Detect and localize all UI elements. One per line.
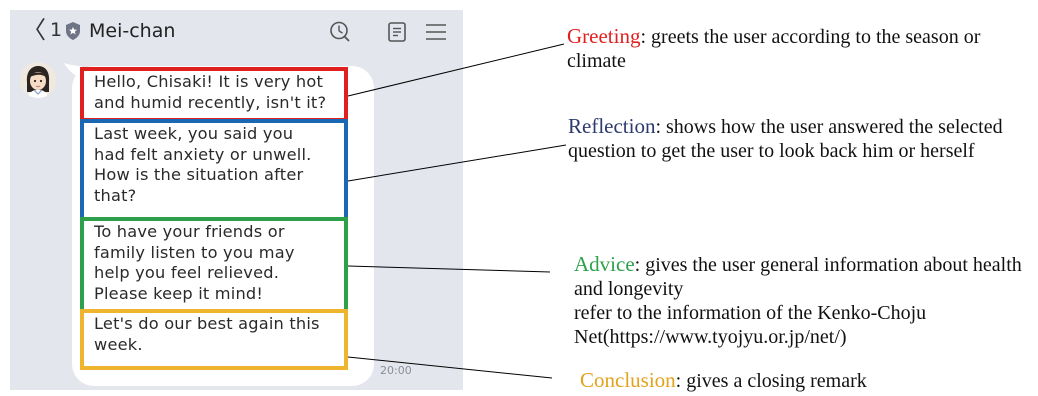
shield-icon: [66, 22, 80, 40]
conclusion-label: Conclusion: [580, 368, 676, 392]
search-icon[interactable]: [328, 20, 352, 44]
notes-icon[interactable]: [385, 20, 409, 44]
greeting-connector: [347, 43, 565, 97]
back-count: 1: [50, 19, 63, 41]
chat-screenshot: 〈 1 Mei-chan: [10, 10, 463, 390]
reflection-connector: [347, 144, 567, 182]
reflection-segment: Last week, you said you had felt anxiety…: [80, 119, 348, 221]
avatar-girl-icon: [20, 62, 56, 98]
greeting-label: Greeting: [567, 24, 641, 48]
conclusion-description: : gives a closing remark: [675, 370, 867, 392]
chat-header: 〈 1 Mei-chan: [10, 10, 463, 54]
advice-label: Advice: [574, 252, 635, 276]
menu-icon[interactable]: [424, 20, 448, 44]
avatar[interactable]: [20, 62, 56, 98]
chat-title: Mei-chan: [89, 20, 176, 42]
greeting-annotation: Greeting: greets the user according to t…: [567, 24, 1027, 73]
conclusion-connector: [347, 356, 553, 379]
reflection-annotation: Reflection: shows how the user answered …: [568, 114, 1033, 163]
conclusion-annotation: Conclusion: gives a closing remark: [580, 368, 1000, 393]
reflection-description: : shows how the user answered the select…: [568, 116, 1003, 162]
reflection-label: Reflection: [568, 114, 656, 138]
greeting-description: : greets the user according to the seaso…: [567, 26, 981, 72]
conclusion-segment: Let's do our best again this week.: [80, 309, 348, 370]
advice-description: : gives the user general information abo…: [574, 254, 1022, 348]
advice-segment: To have your friends or family listen to…: [80, 217, 348, 313]
message-time: 20:00: [380, 364, 412, 377]
back-button[interactable]: 〈 1: [22, 18, 62, 42]
advice-annotation: Advice: gives the user general informati…: [574, 228, 1034, 349]
advice-connector: [347, 265, 551, 273]
chevron-left-icon: 〈: [22, 16, 46, 44]
